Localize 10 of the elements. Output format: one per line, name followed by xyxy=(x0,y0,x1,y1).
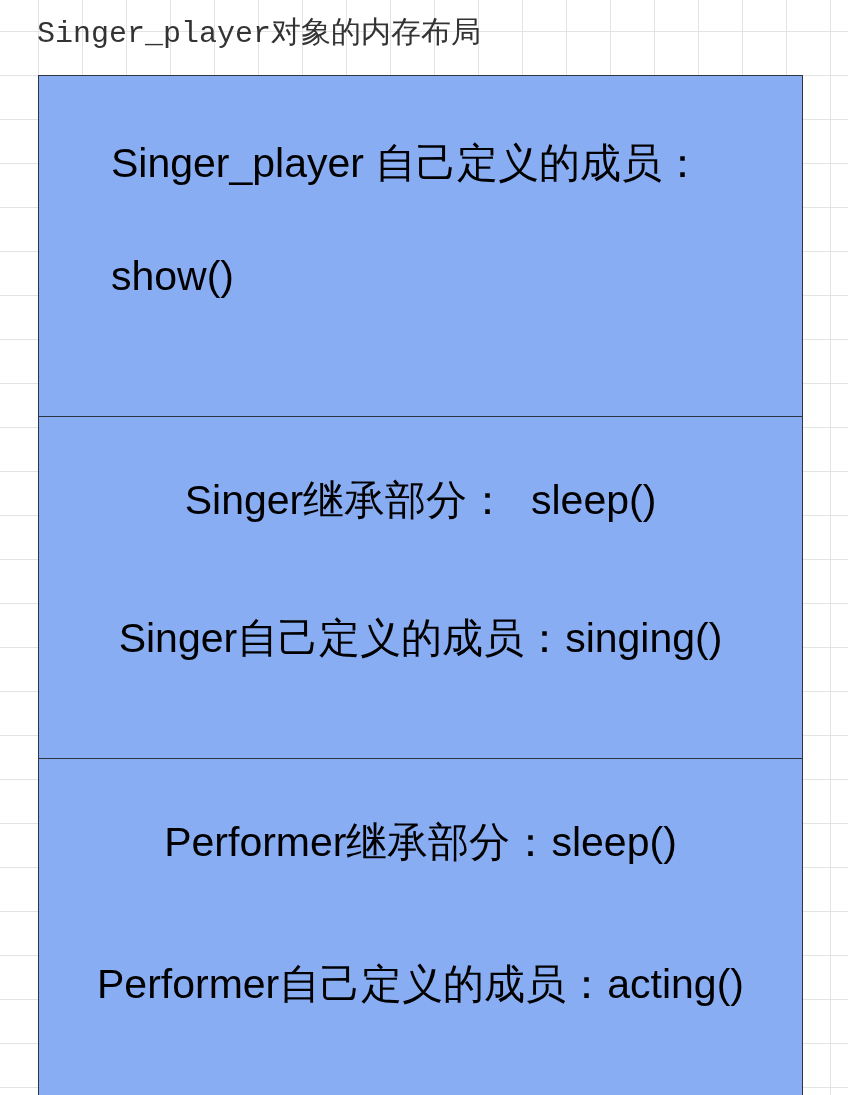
memory-section xyxy=(38,75,803,417)
memory-section xyxy=(38,416,803,759)
member-text: Singer自己定义的成员：singing() xyxy=(117,614,724,663)
section-heading: Singer继承部分： sleep() xyxy=(183,476,658,525)
diagram-title: Singer_player对象的内存布局 xyxy=(37,16,482,53)
memory-section xyxy=(38,758,803,1095)
member-text: Performer自己定义的成员：acting() xyxy=(96,960,745,1009)
member-text: show() xyxy=(111,252,236,301)
section-heading: Performer继承部分：sleep() xyxy=(163,818,678,867)
section-heading: Singer_player 自己定义的成员： xyxy=(111,139,705,188)
